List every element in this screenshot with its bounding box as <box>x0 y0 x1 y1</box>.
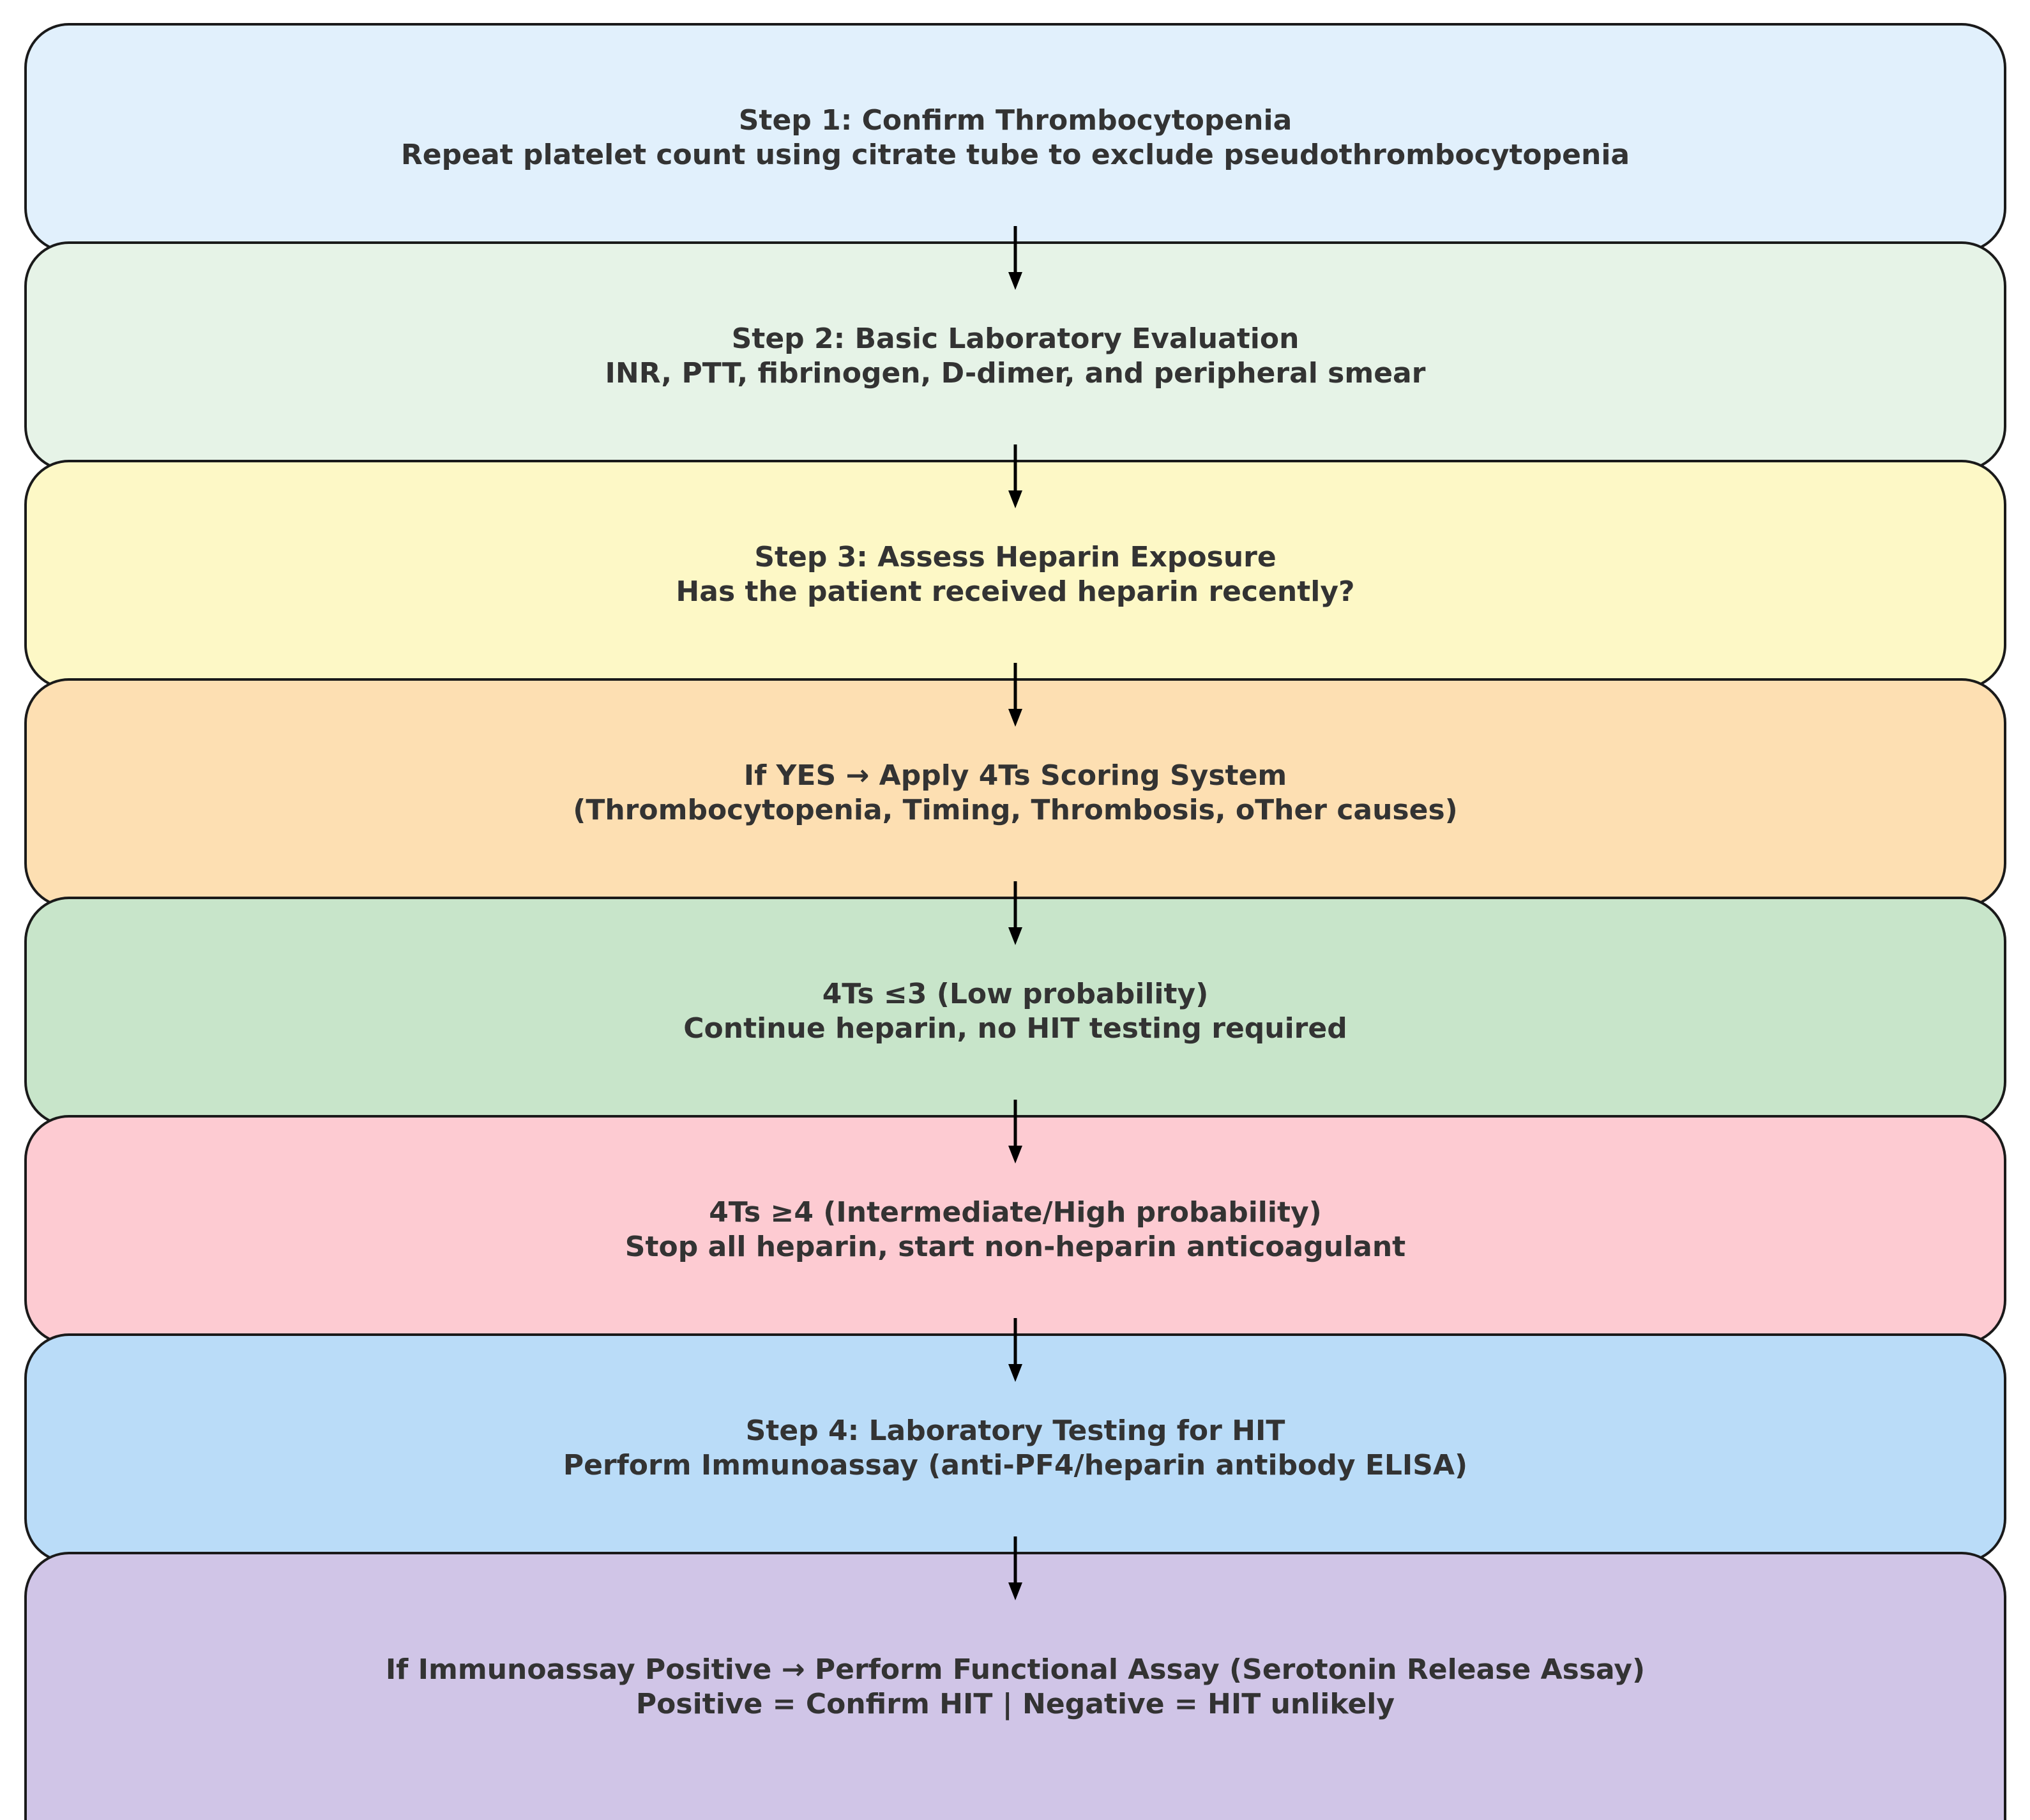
down-arrow-icon <box>1008 663 1022 727</box>
flow-step-4-title: Step 4: Laboratory Testing for HIT <box>745 1414 1285 1447</box>
flow-step-1-title: Step 1: Confirm Thrombocytopenia <box>738 104 1292 137</box>
flow-step-1-box: Step 1: Confirm Thrombocytopenia Repeat … <box>24 23 2006 253</box>
flow-4ts-scoring-title: If YES → Apply 4Ts Scoring System <box>743 759 1287 792</box>
flow-step-2-title: Step 2: Basic Laboratory Evaluation <box>731 322 1299 355</box>
down-arrow-icon <box>1008 1100 1022 1164</box>
down-arrow-icon <box>1008 1318 1022 1382</box>
flow-step-4-detail: Perform Immunoassay (anti-PF4/heparin an… <box>563 1449 1468 1482</box>
flow-functional-assay-title: If Immunoassay Positive → Perform Functi… <box>385 1653 1646 1686</box>
flow-4ts-high-detail: Stop all heparin, start non-heparin anti… <box>625 1231 1406 1263</box>
flow-step-1-detail: Repeat platelet count using citrate tube… <box>400 139 1630 171</box>
flow-4ts-high-title: 4Ts ≥4 (Intermediate/High probability) <box>709 1196 1322 1229</box>
flow-4ts-low-title: 4Ts ≤3 (Low probability) <box>822 978 1209 1010</box>
down-arrow-icon <box>1008 881 1022 945</box>
down-arrow-icon <box>1008 226 1022 290</box>
flow-step-2-detail: INR, PTT, fibrinogen, D-dimer, and perip… <box>605 357 1426 390</box>
flow-step-3-detail: Has the patient received heparin recentl… <box>676 575 1355 608</box>
flow-functional-assay-detail: Positive = Confirm HIT | Negative = HIT … <box>635 1688 1395 1720</box>
flow-4ts-low-detail: Continue heparin, no HIT testing require… <box>683 1012 1347 1045</box>
flow-step-3-title: Step 3: Assess Heparin Exposure <box>754 541 1276 573</box>
flow-4ts-scoring-detail: (Thrombocytopenia, Timing, Thrombosis, o… <box>573 794 1458 826</box>
down-arrow-icon <box>1008 1536 1022 1600</box>
down-arrow-icon <box>1008 444 1022 508</box>
